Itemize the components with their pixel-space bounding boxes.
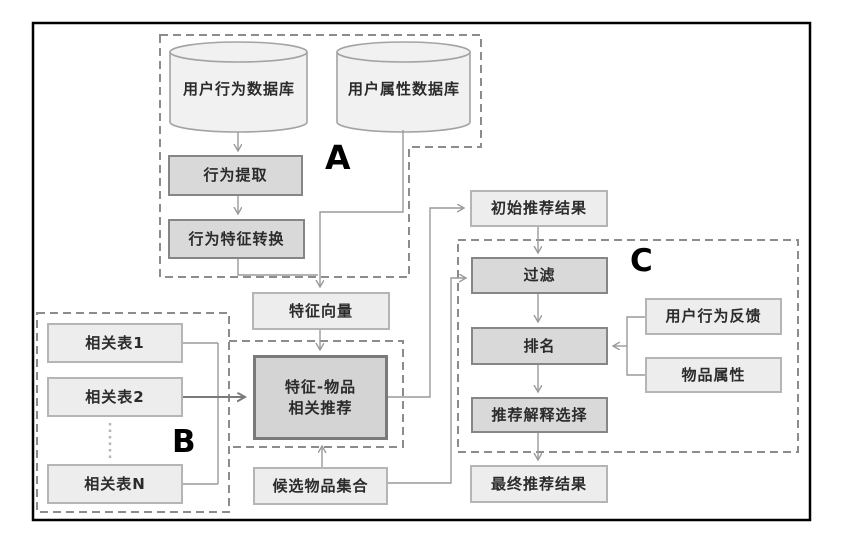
node-explanation-selection-label: 推荐解释选择 bbox=[491, 405, 588, 424]
conn-candidate-to-filter bbox=[388, 278, 466, 484]
node-behavior-feature-conversion-label: 行为特征转换 bbox=[188, 229, 285, 248]
node-user-behavior-db: 用户行为数据库 bbox=[172, 60, 306, 116]
node-item-attributes-label: 物品属性 bbox=[681, 365, 746, 384]
connectors bbox=[183, 130, 645, 485]
node-user-attribute-db: 用户属性数据库 bbox=[339, 60, 469, 116]
node-filter: 过滤 bbox=[471, 257, 608, 294]
conn-feedback-bracket bbox=[626, 316, 645, 376]
node-related-table-1-label: 相关表1 bbox=[85, 333, 145, 352]
node-filter-label: 过滤 bbox=[523, 266, 556, 285]
outer-frame bbox=[31, 21, 812, 522]
node-feature-vector: 特征向量 bbox=[252, 292, 390, 330]
node-behavior-feature-conversion: 行为特征转换 bbox=[168, 219, 305, 259]
section-label-c: C bbox=[630, 243, 653, 279]
node-initial-recommendation-results-label: 初始推荐结果 bbox=[490, 199, 587, 218]
section-label-b: B bbox=[172, 424, 196, 460]
section-label-a: A bbox=[325, 138, 351, 177]
feature-item-outline bbox=[229, 340, 404, 448]
node-behavior-extraction-label: 行为提取 bbox=[203, 166, 268, 185]
node-ranking: 排名 bbox=[471, 327, 608, 365]
node-related-table-2-label: 相关表2 bbox=[85, 387, 145, 406]
node-user-behavior-db-label: 用户行为数据库 bbox=[182, 79, 295, 98]
node-behavior-extraction: 行为提取 bbox=[168, 155, 303, 196]
node-user-behavior-feedback: 用户行为反馈 bbox=[645, 298, 782, 335]
node-final-recommendation-results-label: 最终推荐结果 bbox=[490, 474, 587, 493]
conn-feature-item-to-initial bbox=[388, 208, 464, 398]
node-candidate-item-set-label: 候选物品集合 bbox=[272, 476, 369, 495]
node-feature-item-recommendation: 特征-物品 相关推荐 bbox=[253, 355, 388, 440]
node-user-attribute-db-label: 用户属性数据库 bbox=[347, 79, 460, 98]
dashed-sections bbox=[36, 34, 799, 513]
conn-conversion-merge bbox=[237, 258, 318, 276]
node-related-table-2: 相关表2 bbox=[47, 377, 183, 417]
node-initial-recommendation-results: 初始推荐结果 bbox=[470, 190, 608, 227]
node-feature-item-recommendation-label-line2: 相关推荐 bbox=[288, 398, 353, 417]
node-related-table-n-label: 相关表N bbox=[84, 474, 146, 493]
node-explanation-selection: 推荐解释选择 bbox=[471, 397, 608, 433]
section-b-outline bbox=[36, 312, 230, 513]
node-final-recommendation-results: 最终推荐结果 bbox=[470, 465, 608, 503]
node-related-table-1: 相关表1 bbox=[47, 323, 183, 363]
node-user-behavior-feedback-label: 用户行为反馈 bbox=[665, 307, 762, 326]
node-feature-vector-label: 特征向量 bbox=[288, 301, 353, 320]
section-a-outline bbox=[159, 34, 482, 278]
conn-db2-to-feature-vector bbox=[320, 130, 404, 287]
user-behavior-db-cylinder bbox=[169, 41, 308, 133]
node-feature-item-recommendation-label-line1: 特征-物品 bbox=[284, 378, 357, 397]
node-item-attributes: 物品属性 bbox=[645, 357, 782, 393]
node-ranking-label: 排名 bbox=[523, 336, 556, 355]
node-related-table-n: 相关表N bbox=[47, 464, 183, 504]
section-c-outline bbox=[457, 239, 799, 453]
node-candidate-item-set: 候选物品集合 bbox=[253, 467, 388, 505]
